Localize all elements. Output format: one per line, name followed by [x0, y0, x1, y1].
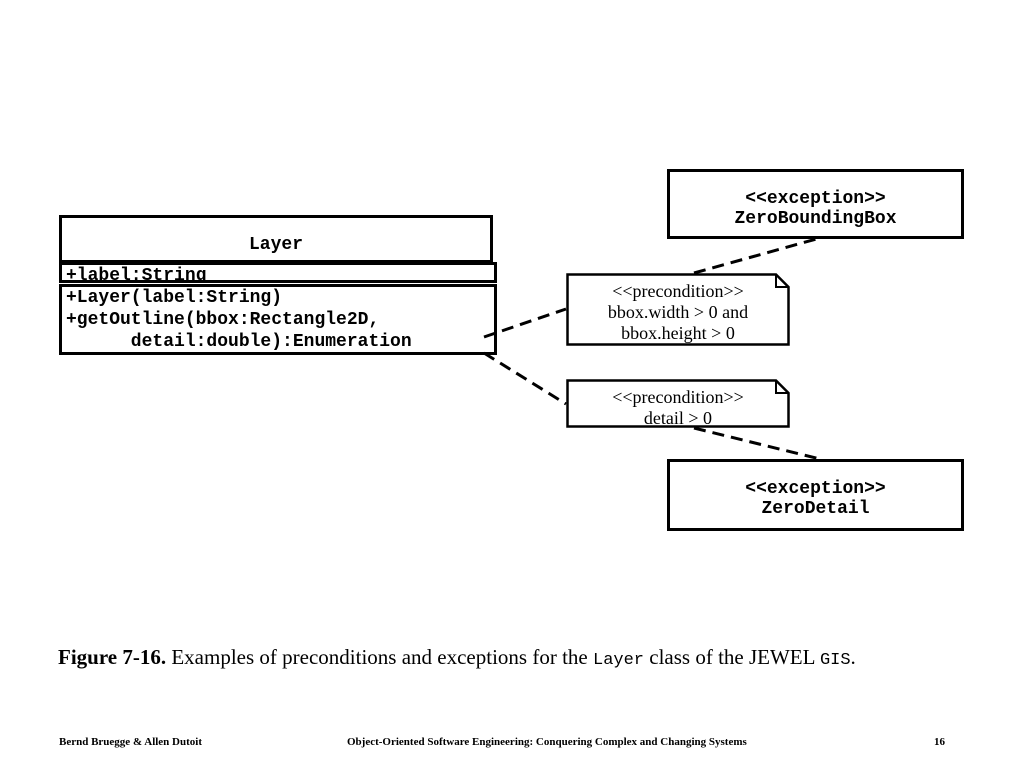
note-stereotype: <<precondition>> [612, 387, 744, 407]
note-line: bbox.height > 0 [621, 323, 735, 343]
caption-text: . [850, 645, 856, 669]
connector-bbox-note-to-zeroboundingbox [693, 236, 821, 275]
connector-class-to-bbox-note [483, 307, 567, 339]
precondition-note-detail: <<precondition>> detail > 0 [566, 379, 790, 428]
note-line: bbox.width > 0 and [607, 302, 749, 322]
class-operation: detail:double):Enumeration [66, 332, 412, 352]
class-attribute: +label:String [66, 266, 207, 283]
footer-authors: Bernd Bruegge & Allen Dutoit [59, 736, 202, 748]
class-operations-compartment: +Layer(label:String) +getOutline(bbox:Re… [59, 284, 497, 355]
caption-code-class: Layer [593, 651, 645, 670]
caption-label: Figure 7-16. [58, 645, 167, 669]
caption-code-gis: GIS [819, 651, 851, 670]
class-attributes-compartment: +label:String [59, 262, 497, 283]
footer-page-number: 16 [934, 736, 945, 748]
exception-stereotype: <<exception>> [745, 189, 886, 209]
class-name: Layer [248, 235, 303, 255]
exception-name: ZeroDetail [761, 499, 870, 519]
connector-detail-note-to-zerodetail [693, 426, 821, 461]
note-shape [566, 379, 790, 428]
layer-class: Layer +label:String +Layer(label:String)… [59, 215, 497, 355]
exception-zerodetail: <<exception>> ZeroDetail [667, 459, 964, 531]
class-name-compartment: Layer [59, 215, 493, 263]
exception-name: ZeroBoundingBox [734, 209, 897, 229]
exception-stereotype: <<exception>> [745, 479, 886, 499]
note-shape [566, 273, 790, 346]
note-stereotype: <<precondition>> [612, 281, 744, 301]
caption-text: class of the JEWEL [644, 645, 820, 669]
connector-class-to-detail-note [483, 351, 567, 406]
footer-book-title: Object-Oriented Software Engineering: Co… [347, 736, 747, 748]
precondition-note-bbox: <<precondition>> bbox.width > 0 and bbox… [566, 273, 790, 346]
caption-text: Examples of preconditions and exceptions… [166, 645, 593, 669]
class-operation: +Layer(label:String) [66, 288, 283, 308]
class-operation: +getOutline(bbox:Rectangle2D, [66, 310, 380, 330]
figure-caption: Figure 7-16. Examples of preconditions a… [58, 645, 998, 673]
exception-zeroboundingbox: <<exception>> ZeroBoundingBox [667, 169, 964, 239]
note-line: detail > 0 [643, 408, 713, 428]
